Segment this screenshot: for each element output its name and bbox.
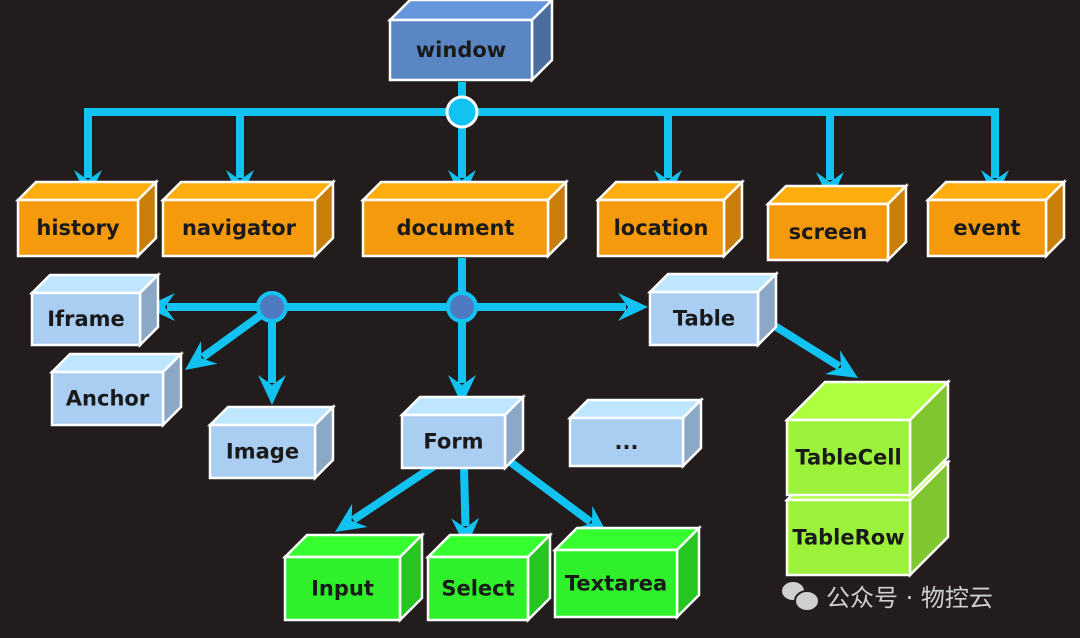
node-label: ... — [615, 430, 639, 454]
arrow-to-input — [335, 458, 443, 532]
node-top-face — [48, 352, 185, 374]
node-front-face — [766, 202, 890, 262]
node-location: location — [594, 178, 746, 260]
node-label: window — [416, 38, 506, 62]
node-top-face — [386, 0, 554, 22]
node-label: document — [397, 216, 515, 240]
node-anchor: Anchor — [48, 350, 185, 429]
watermark: 公众号 · 物控云 — [782, 578, 993, 613]
node-front-face — [568, 416, 685, 468]
node-form: Form — [398, 393, 527, 472]
node-top-face — [924, 180, 1068, 202]
node-top-face — [14, 180, 160, 202]
node-top-face — [281, 533, 426, 559]
node-front-face — [30, 291, 142, 347]
node-top-face — [206, 405, 337, 427]
node-top-face — [398, 395, 527, 417]
node-tablecell: TableCell — [783, 378, 952, 499]
node-event: event — [924, 178, 1068, 260]
arrow-to-iframe — [145, 293, 272, 321]
node-front-face — [388, 18, 534, 82]
node-label: history — [36, 216, 119, 240]
junction-document — [446, 291, 478, 323]
node-label: Table — [673, 307, 735, 331]
node-label: Textarea — [565, 572, 667, 596]
node-navigator: navigator — [159, 178, 337, 260]
node-label: Input — [311, 577, 374, 601]
node-front-face — [400, 413, 507, 470]
node-top-face — [646, 272, 780, 294]
arrow-to-textarea — [502, 454, 608, 535]
node-top-face — [551, 526, 703, 552]
node-top-face — [594, 180, 746, 202]
node-image: Image — [206, 403, 337, 482]
node-front-face — [596, 198, 726, 258]
watermark-text: 公众号 · 物控云 — [826, 584, 993, 612]
node-front-face — [283, 555, 402, 622]
node-label: navigator — [182, 216, 297, 240]
node-label: location — [614, 216, 709, 240]
junction-dom-left — [256, 291, 288, 323]
node-label: TableRow — [792, 526, 904, 550]
node-front-face — [553, 548, 679, 619]
node-window: window — [386, 0, 554, 84]
node-label: Image — [226, 440, 299, 464]
node-front-face — [785, 498, 912, 577]
node-history: history — [14, 178, 160, 260]
node-table: Table — [646, 270, 780, 349]
node-screen: screen — [764, 182, 910, 264]
node-label: Form — [423, 430, 483, 454]
arrow-to-anchor — [185, 303, 275, 370]
node-textarea: Textarea — [551, 524, 703, 621]
node-front-face — [50, 370, 165, 427]
node-front-face — [16, 198, 140, 258]
node-document: document — [359, 178, 570, 260]
node-top-face — [566, 398, 705, 420]
node-label: Iframe — [47, 307, 125, 331]
node-front-face — [361, 198, 550, 258]
node-label: Anchor — [66, 387, 150, 411]
node-front-face — [926, 198, 1048, 258]
node-iframe: Iframe — [28, 271, 162, 349]
node-label: screen — [789, 220, 868, 244]
node-input: Input — [281, 531, 426, 624]
arrow-to-select — [451, 467, 480, 548]
node-label: TableCell — [795, 446, 901, 470]
wechat-icon — [782, 581, 820, 612]
junction-window — [445, 95, 479, 129]
node-front-face — [161, 198, 317, 258]
node-front-face — [648, 290, 760, 347]
node-select: Select — [424, 531, 554, 624]
node-more: ... — [566, 396, 705, 470]
node-label: Select — [441, 577, 514, 601]
arrow-to-table — [462, 293, 648, 321]
node-front-face — [208, 423, 317, 480]
node-front-face — [785, 418, 912, 497]
node-top-face — [159, 180, 337, 202]
node-label: event — [953, 216, 1020, 240]
node-top-face — [28, 273, 162, 295]
node-front-face — [426, 555, 530, 622]
node-top-face — [359, 180, 570, 202]
node-top-face — [764, 184, 910, 206]
